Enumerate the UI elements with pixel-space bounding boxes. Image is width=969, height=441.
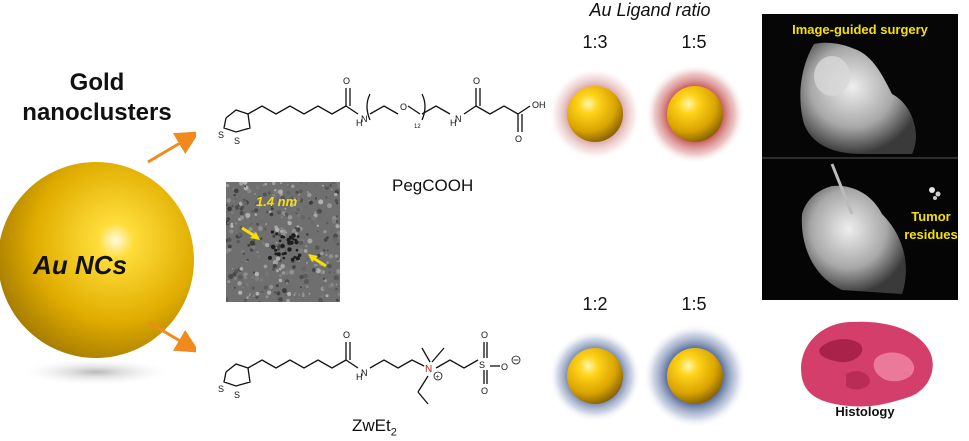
tem-image: 1.4 nm — [226, 182, 340, 302]
mouse-image-2 — [801, 185, 906, 294]
ratio-top-1: 1:3 — [582, 32, 608, 52]
ratio-top-2: 1:5 — [681, 32, 707, 52]
dithiolane-ring — [223, 109, 251, 133]
sphere-shadow — [16, 358, 176, 386]
svg-text:N: N — [455, 114, 462, 124]
svg-text:O: O — [343, 76, 350, 86]
tem-scale-label: 1.4 nm — [256, 194, 298, 209]
svg-text:O: O — [481, 330, 488, 340]
coated-spheres-bottom — [549, 324, 747, 428]
sulfonate-o: O — [501, 362, 508, 372]
core-label: Au NCs — [32, 250, 127, 280]
tumor-label-line-1: Tumor — [911, 209, 951, 224]
acid-oh: OH — [532, 100, 546, 110]
svg-text:H: H — [356, 118, 363, 128]
arrow-up-icon — [147, 131, 200, 164]
title: Gold nanoclusters — [22, 68, 172, 128]
peg-cooh-label: PegCOOH — [392, 176, 474, 195]
zwet2-structure: S S O H N N + S O O O — [196, 318, 546, 414]
svg-text:O: O — [481, 386, 488, 396]
svg-text:S: S — [218, 384, 224, 394]
np-bottom-1 — [567, 348, 623, 404]
histology-image: Histology — [790, 308, 940, 420]
np-bottom-2 — [667, 348, 723, 404]
svg-text:O: O — [515, 134, 522, 144]
sphere-body — [0, 162, 194, 358]
zwet2-subscript: 2 — [390, 426, 397, 439]
svg-text:S: S — [234, 390, 240, 400]
svg-text:S: S — [479, 360, 485, 370]
svg-text:+: + — [436, 374, 440, 381]
arrows — [147, 131, 200, 353]
peg-subscript: 12 — [414, 124, 421, 130]
svg-text:N: N — [425, 364, 432, 375]
title-line-2: nanoclusters — [22, 99, 172, 126]
surgery-images — [762, 14, 958, 294]
title-line-1: Gold — [69, 69, 125, 96]
coated-spheres-top — [549, 64, 745, 164]
ratio-bottom-1: 1:2 — [582, 294, 608, 314]
histology-label: Histology — [835, 404, 895, 419]
tumor-label: Tumor residues — [904, 208, 958, 244]
svg-text:O: O — [400, 102, 407, 112]
dithiolane-ring-bottom — [223, 363, 251, 387]
svg-text:S: S — [218, 130, 224, 140]
svg-text:H: H — [356, 372, 363, 382]
np-top-2 — [667, 86, 723, 142]
tumor-label-line-2: residues — [904, 227, 958, 242]
surgery-panel: Image-guided surgery Tumor residues — [762, 14, 958, 300]
zwet2-name: ZwEt — [352, 416, 391, 435]
svg-text:O: O — [473, 76, 480, 86]
arrow-down-icon — [147, 320, 200, 353]
svg-text:S: S — [234, 136, 240, 146]
svg-text:H: H — [450, 118, 457, 128]
svg-text:N: N — [361, 368, 368, 378]
peg-cooh-structure: S S O H N O 12 H N O O OH — [196, 66, 556, 158]
svg-text:O: O — [343, 330, 350, 340]
gold-core-sphere: Au NCs — [0, 162, 194, 386]
ratio-bottom-2: 1:5 — [681, 294, 707, 314]
zwet2-label: ZwEt2 — [352, 416, 397, 438]
svg-text:N: N — [361, 114, 368, 124]
surgery-title: Image-guided surgery — [792, 22, 928, 37]
np-top-1 — [567, 86, 623, 142]
ratio-title: Au Ligand ratio — [589, 0, 711, 20]
